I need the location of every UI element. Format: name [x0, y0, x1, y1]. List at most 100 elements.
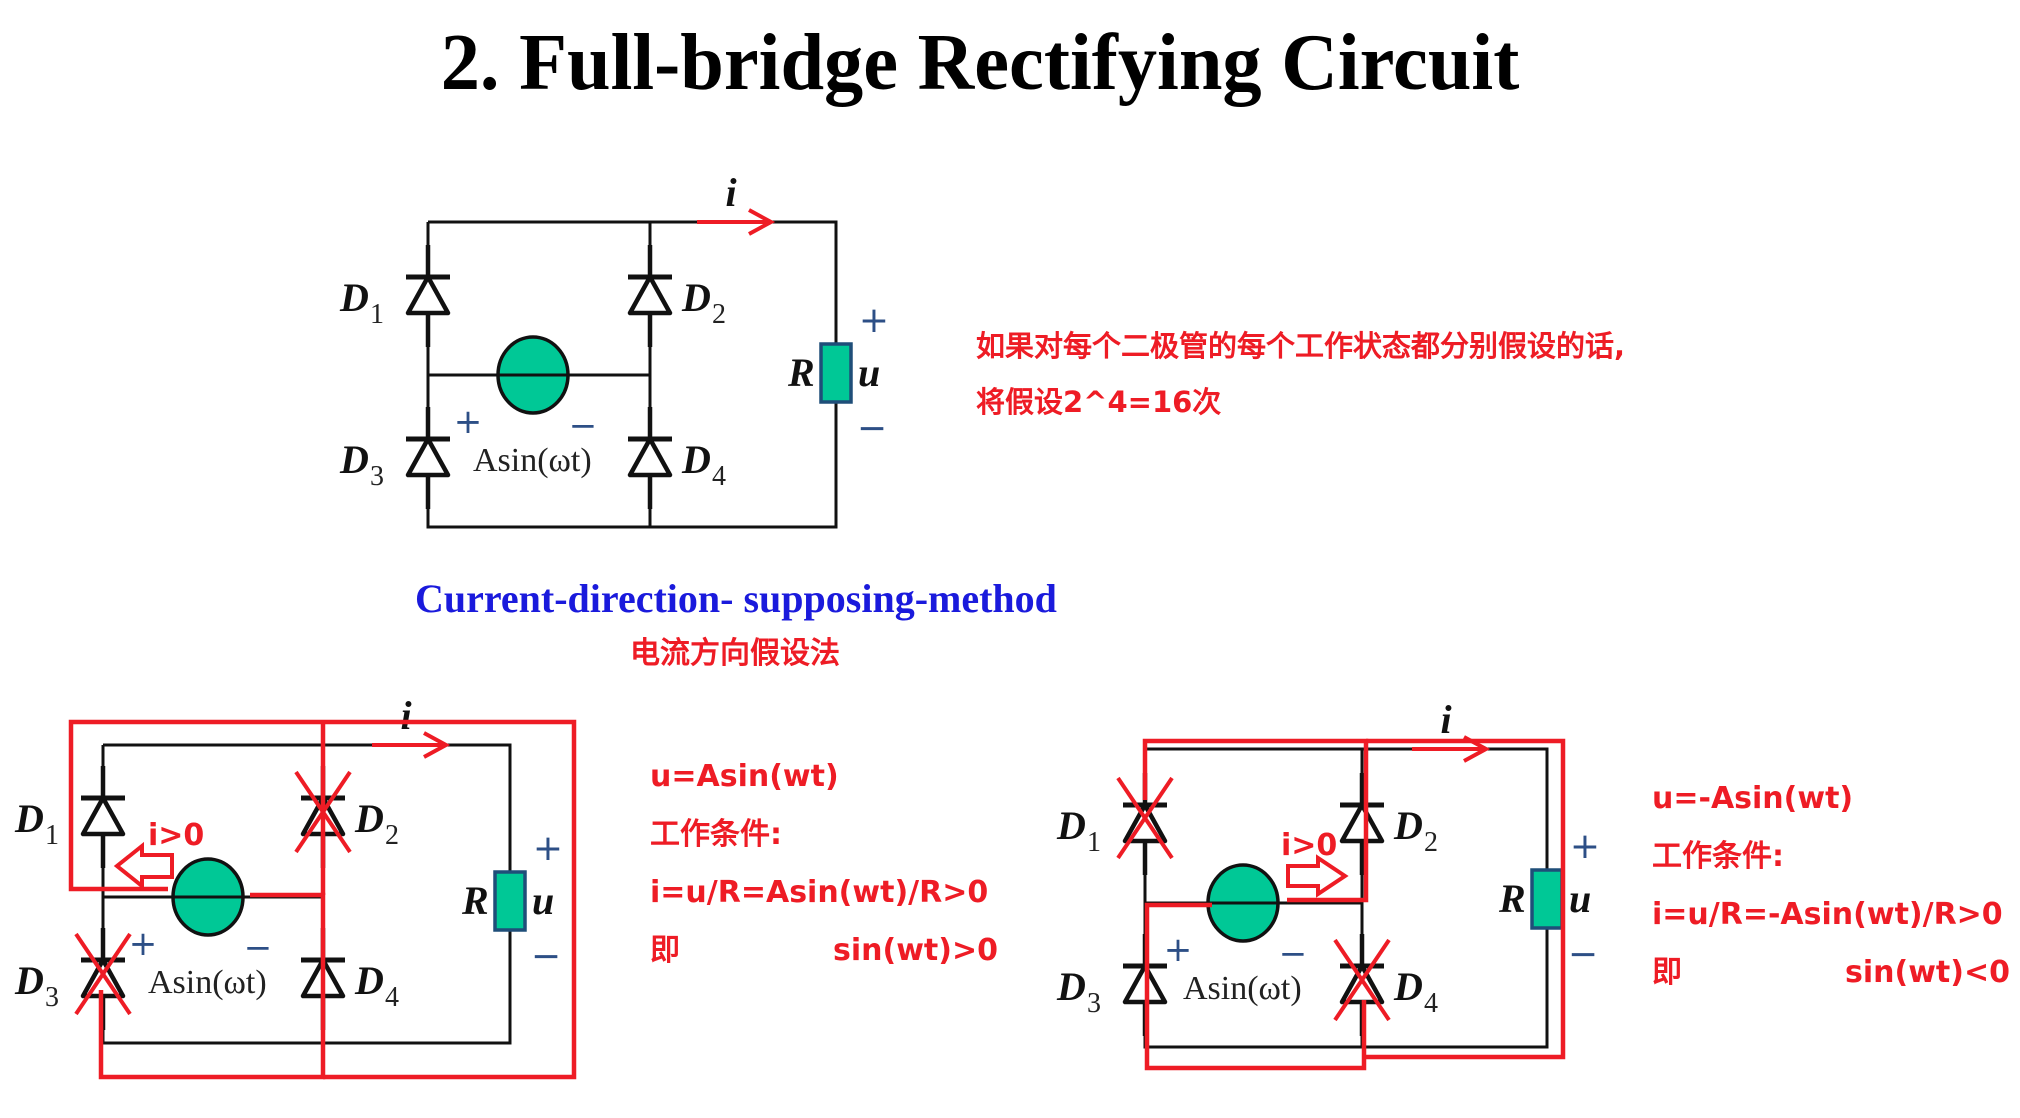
diode-triangle — [627, 274, 673, 316]
conditions-right: u=-Asin(wt) 工作条件: i=u/R=-Asin(wt)/R>0 即 … — [1652, 770, 2010, 1002]
voltage-minus-sign: − — [531, 936, 561, 977]
diode-letter: D — [354, 796, 384, 841]
diode-subscript: 1 — [45, 820, 59, 851]
note-line-2: 将假设2^4=16次 — [976, 385, 1222, 419]
cross-stroke — [1116, 776, 1174, 860]
current-label: i — [400, 693, 411, 738]
current-arrow: i — [372, 693, 451, 759]
diode-letter: D — [339, 275, 369, 320]
condition-ji: 即 — [650, 933, 680, 968]
source-plus-sign: + — [129, 924, 158, 964]
page-title: 2. Full-bridge Rectifying Circuit — [440, 19, 1520, 107]
source-label: Asin(ωt) — [148, 964, 267, 1001]
source-plus-sign: + — [454, 402, 483, 442]
diode-triangle — [1339, 963, 1385, 1005]
condition-heading: 工作条件: — [650, 817, 782, 852]
source-label: Asin(ωt) — [473, 442, 592, 479]
current-path-loop-right — [1364, 738, 1566, 1060]
cross-stroke — [294, 770, 352, 854]
voltage-minus-sign: − — [857, 408, 887, 449]
diode-subscript: 4 — [385, 982, 399, 1013]
current-condition-label: i>0 — [1281, 828, 1337, 863]
diode-triangle — [405, 274, 451, 316]
ac-source: + −Asin(ωt) — [129, 857, 273, 1001]
condition-current: i=u/R=-Asin(wt)/R>0 — [1652, 897, 2003, 932]
diode-subscript: 3 — [45, 982, 59, 1013]
current-label: i — [1440, 697, 1451, 742]
current-arrow: i — [697, 170, 776, 236]
crossed-out-d3 — [74, 932, 132, 1016]
crossed-out-d2 — [294, 770, 352, 854]
diode-letter: D — [339, 437, 369, 482]
resistor-label: R — [1498, 876, 1526, 921]
voltage-plus-sign: + — [1570, 826, 1600, 867]
voltage-plus-sign: + — [859, 300, 889, 341]
voltage-minus-sign: − — [1568, 934, 1598, 975]
diode-triangle — [80, 795, 126, 837]
condition-voltage: u=Asin(wt) — [650, 759, 839, 794]
current-path-loop-lower — [1144, 902, 1367, 1071]
source-minus-sign: − — [244, 928, 273, 968]
diode-subscript: 4 — [1424, 988, 1438, 1019]
current-arrow-head — [423, 731, 451, 759]
resistor-body — [493, 870, 527, 932]
current-condition-label: i>0 — [148, 818, 204, 853]
resistor-body — [819, 342, 853, 404]
condition-current: i=u/R=Asin(wt)/R>0 — [650, 875, 989, 910]
source-minus-sign: − — [1279, 934, 1308, 974]
condition-result-row: 即 sin(wt)<0 — [1652, 944, 2010, 1002]
condition-result: sin(wt)<0 — [1845, 955, 2010, 990]
diode-letter: D — [1056, 964, 1086, 1009]
current-arrow-head — [748, 208, 776, 236]
diode-letter: D — [681, 275, 711, 320]
current-direction-arrow-left — [113, 841, 174, 891]
condition-result-row: 即 sin(wt)>0 — [650, 922, 998, 980]
voltage-plus-sign: + — [533, 828, 563, 869]
diode-subscript: 1 — [370, 299, 384, 330]
diode-letter: D — [354, 958, 384, 1003]
diode-subscript: 2 — [712, 299, 726, 330]
crossed-out-d4 — [1333, 938, 1391, 1022]
condition-voltage: u=-Asin(wt) — [1652, 781, 1854, 816]
diode-letter: D — [1393, 803, 1423, 848]
cross-stroke — [1333, 938, 1391, 1022]
cross-stroke — [74, 932, 132, 1016]
diode-subscript: 2 — [1424, 827, 1438, 858]
resistor-body — [1530, 868, 1564, 930]
source-minus-sign: − — [569, 406, 598, 446]
diode-subscript: 3 — [1087, 988, 1101, 1019]
method-title-english: Current-direction- supposing-method — [415, 576, 1057, 621]
diode-letter: D — [1393, 964, 1423, 1009]
diode-triangle — [1339, 802, 1385, 844]
resistor-label: R — [787, 350, 815, 395]
current-path-loop-upper — [68, 719, 323, 892]
method-title-chinese: 电流方向假设法 — [630, 636, 840, 671]
current-direction-arrow-right — [1286, 854, 1349, 898]
diode-letter: D — [14, 958, 44, 1003]
diode-subscript: 2 — [385, 820, 399, 851]
diode-letter: D — [1056, 803, 1086, 848]
current-path-loop-right — [323, 719, 577, 1080]
note-line-1: 如果对每个二极管的每个工作状态都分别假设的话, — [976, 329, 1626, 363]
